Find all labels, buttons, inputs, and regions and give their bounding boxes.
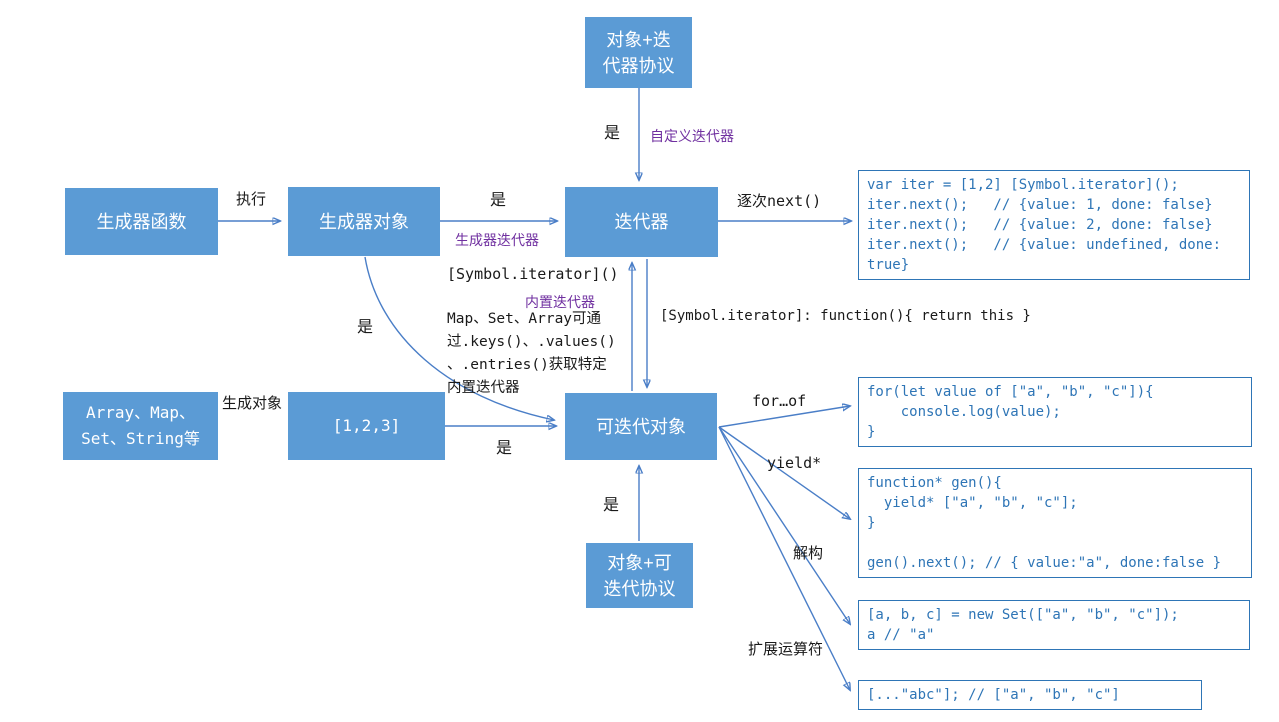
label-create-object: 生成对象 — [222, 395, 283, 412]
label-symbol-iterator-call: [Symbol.iterator]() — [447, 265, 619, 283]
label-yes-bottom: 是 — [603, 497, 620, 514]
label-destructuring: 解构 — [793, 545, 824, 562]
arrow-genobj-to-iterable-curve — [364, 256, 554, 420]
label-return-this: [Symbol.iterator]: function(){ return th… — [660, 308, 1031, 324]
label-generator-iterator: 生成器迭代器 — [455, 232, 539, 248]
label-spread-operator: 扩展运算符 — [748, 641, 824, 658]
label-custom-iterator: 自定义迭代器 — [650, 128, 734, 144]
label-builtin-iterator: 内置迭代器 — [525, 294, 595, 310]
code-for-of: for(let value of ["a", "b", "c"]){ conso… — [867, 384, 1154, 440]
arrow-iterable-to-destructure — [718, 426, 850, 624]
label-next-sequentially: 逐次next() — [737, 192, 822, 210]
arrow-iterable-to-spread — [718, 426, 850, 690]
label-yes-top: 是 — [604, 125, 621, 142]
node-object-iterator-protocol: 对象+迭 代器协议 — [585, 17, 692, 88]
label-for-of: for…of — [752, 392, 807, 410]
node-array-literal: [1,2,3] — [288, 392, 445, 460]
label-yes-array: 是 — [496, 440, 513, 457]
code-iterator-usage: var iter = [1,2] [Symbol.iterator](); it… — [867, 177, 1222, 273]
label-yield-star: yield* — [767, 454, 822, 472]
code-yield-star: function* gen(){ yield* ["a", "b", "c"];… — [867, 475, 1222, 571]
codebox-destructuring: [a, b, c] = new Set(["a", "b", "c"]); a … — [858, 600, 1250, 650]
codebox-spread: [..."abc"]; // ["a", "b", "c"] — [858, 680, 1202, 710]
arrow-iterable-to-forof — [718, 406, 850, 428]
label-yes-generator: 是 — [490, 192, 507, 209]
node-builtin-types: Array、Map、 Set、String等 — [63, 392, 218, 460]
label-builtin-note: Map、Set、Array可通 过.keys()、.values() 、.ent… — [447, 311, 616, 396]
codebox-iterator-usage: var iter = [1,2] [Symbol.iterator](); it… — [858, 170, 1250, 280]
node-iterable-object: 可迭代对象 — [565, 393, 717, 460]
code-destructuring: [a, b, c] = new Set(["a", "b", "c"]); a … — [867, 607, 1179, 643]
code-spread: [..."abc"]; // ["a", "b", "c"] — [867, 687, 1120, 703]
node-object-iterable-protocol: 对象+可 迭代协议 — [586, 543, 693, 608]
codebox-yield-star: function* gen(){ yield* ["a", "b", "c"];… — [858, 468, 1252, 578]
label-yes-curve: 是 — [357, 319, 374, 336]
node-generator-object: 生成器对象 — [288, 187, 440, 256]
node-iterator: 迭代器 — [565, 187, 718, 257]
codebox-for-of: for(let value of ["a", "b", "c"]){ conso… — [858, 377, 1252, 447]
node-generator-function: 生成器函数 — [65, 188, 218, 255]
arrow-iterable-to-yield — [718, 426, 850, 519]
label-execute: 执行 — [236, 191, 267, 208]
